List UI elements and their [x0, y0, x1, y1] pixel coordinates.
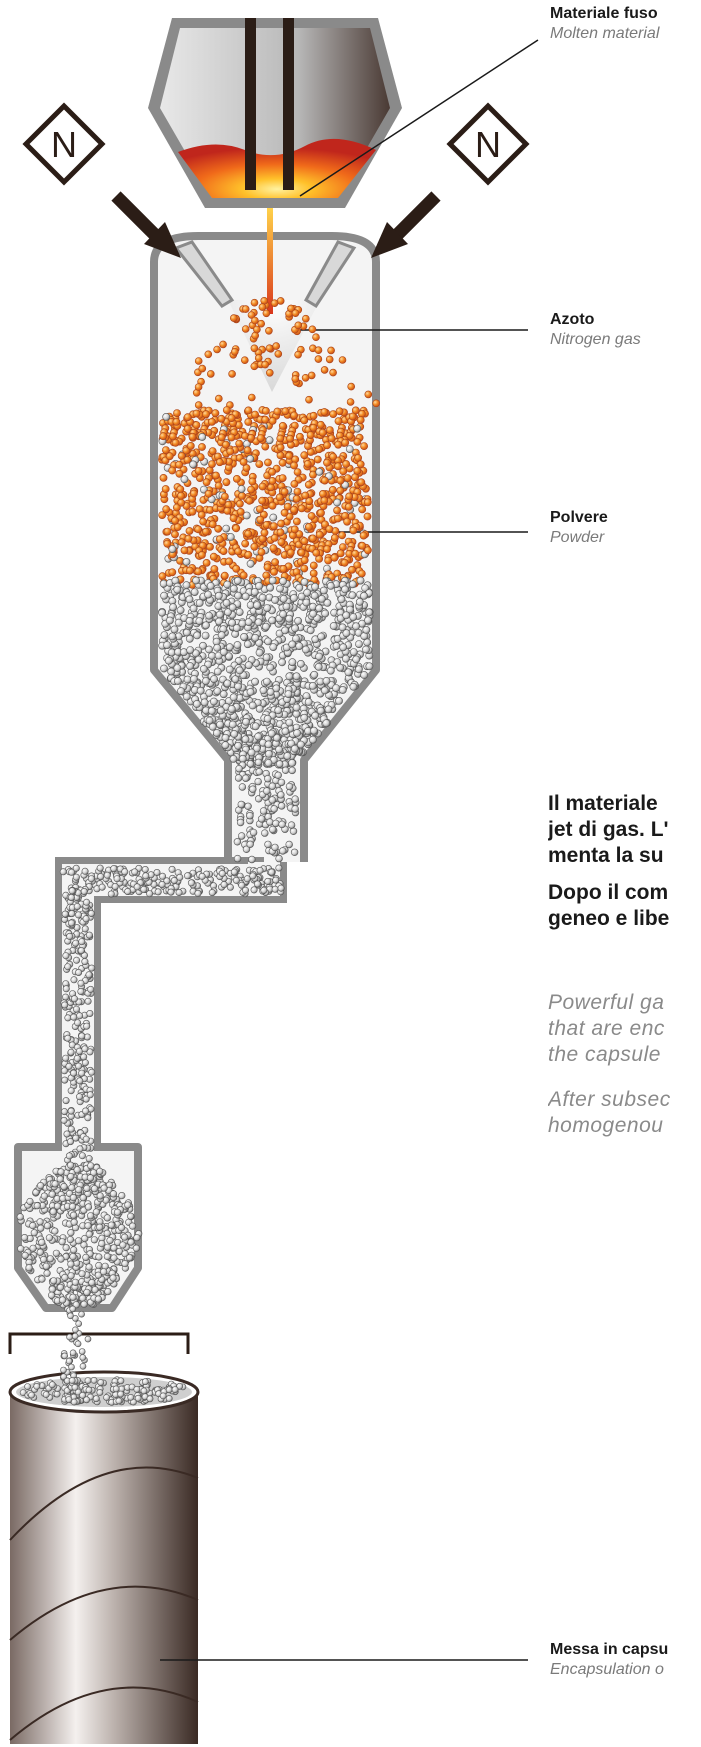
- nozzle-left: [173, 240, 235, 308]
- label-encapsulation: Messa in capsu Encapsulation o: [550, 1640, 701, 1680]
- label-nitrogen: Azoto Nitrogen gas: [550, 310, 641, 350]
- description-line: menta la su: [548, 844, 664, 867]
- nitrogen-arrow-right: [371, 191, 441, 258]
- description-line: homogenou: [548, 1114, 664, 1137]
- hopper: [148, 18, 402, 208]
- electrode-right: [283, 18, 294, 190]
- leader-line-molten: [299, 39, 539, 197]
- label-molten-it: Materiale fuso: [550, 5, 658, 22]
- label-powder: Polvere Powder: [550, 508, 608, 548]
- description-line: the capsule: [548, 1043, 661, 1066]
- nitrogen-arrow-left: [111, 191, 181, 258]
- description-line: Powerful ga: [548, 991, 665, 1014]
- label-nitrogen-en: Nitrogen gas: [550, 331, 641, 348]
- description-line: that are enc: [548, 1017, 665, 1040]
- description-en-paragraph-2: After subsec homogenou: [548, 1087, 701, 1139]
- label-molten-material: Materiale fuso Molten material: [550, 4, 659, 44]
- nozzle-right: [303, 240, 357, 309]
- svg-text:N: N: [51, 124, 77, 165]
- nitrogen-symbol-right: N: [446, 102, 530, 186]
- description-line: After subsec: [548, 1088, 671, 1111]
- description-line: Il materiale: [548, 792, 658, 815]
- label-molten-en: Molten material: [550, 25, 660, 42]
- description-it-paragraph-2: Dopo il com geneo e libe: [548, 880, 701, 932]
- label-capsule-it: Messa in capsu: [550, 1641, 669, 1658]
- label-powder-it: Polvere: [550, 509, 608, 526]
- description-line: Dopo il com: [548, 881, 669, 904]
- capsule-cylinder: [8, 1370, 200, 1744]
- description-it-paragraph-1: Il materiale jet di gas. L' menta la su: [548, 791, 701, 869]
- label-nitrogen-it: Azoto: [550, 311, 595, 328]
- capsule-bracket: [8, 1332, 190, 1354]
- transfer-pipe: [55, 857, 287, 1162]
- electrode-left: [245, 18, 256, 190]
- description-line: geneo e libe: [548, 907, 670, 930]
- label-capsule-en: Encapsulation o: [550, 1661, 664, 1678]
- svg-text:N: N: [475, 124, 501, 165]
- description-en-paragraph-1: Powerful ga that are enc the capsule: [548, 990, 701, 1068]
- powder-particles: [16, 296, 381, 1406]
- label-powder-en: Powder: [550, 529, 605, 546]
- nitrogen-symbol-left: N: [22, 102, 106, 186]
- molten-stream: [267, 208, 273, 314]
- description-line: jet di gas. L': [548, 818, 669, 841]
